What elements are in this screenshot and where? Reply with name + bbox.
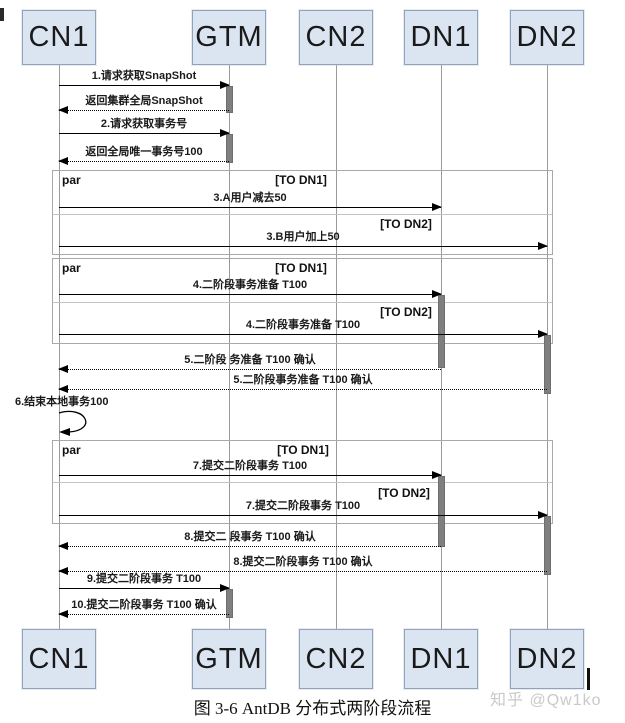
actor-label: GTM (195, 21, 263, 53)
message-label: 5.二阶段事务准备 T100 确认 (233, 374, 373, 386)
message-line-13 (58, 542, 441, 550)
arrowhead-icon (432, 203, 442, 211)
par-operand-divider (53, 214, 552, 215)
arrowhead-icon (538, 511, 548, 519)
message-line-9 (58, 365, 441, 373)
message-line-2 (58, 106, 229, 114)
arrowhead-icon (220, 81, 230, 89)
guard-label: [TO DN1] (275, 261, 327, 275)
message-line-12 (59, 511, 548, 519)
message-label: 9.提交二阶段事务 T100 (86, 573, 202, 585)
message-line-14 (58, 567, 547, 575)
message-label: 10.提交二阶段事务 T100 确认 (71, 599, 217, 611)
actor-top-GTM: GTM (192, 10, 266, 65)
message-label: 返回集群全局SnapShot (85, 95, 203, 107)
actor-label: CN1 (28, 642, 90, 675)
arrowhead-icon (432, 471, 442, 479)
actor-top-CN2: CN2 (299, 10, 373, 65)
guard-label: [TO DN2] (380, 305, 432, 319)
actor-top-DN1: DN1 (404, 10, 478, 65)
actor-top-CN1: CN1 (22, 10, 96, 65)
par-fragment-1 (52, 170, 553, 255)
actor-label: CN2 (305, 642, 367, 675)
figure-caption: 图 3-6 AntDB 分布式两阶段流程 (193, 699, 432, 718)
message-label: 7.提交二阶段事务 T100 (192, 460, 308, 472)
arrowhead-icon (58, 106, 68, 114)
message-label: 3.B用户加上50 (266, 231, 340, 243)
arrowhead-icon (58, 567, 68, 575)
arrowhead-icon (220, 584, 230, 592)
message-line-3 (59, 129, 230, 137)
actor-bottom-CN1: CN1 (22, 629, 96, 689)
actor-bottom-CN2: CN2 (299, 629, 373, 689)
text-cursor (587, 668, 590, 690)
actor-label: DN1 (410, 21, 472, 53)
self-loop-arrow (58, 410, 87, 436)
par-operator-label: par (62, 443, 81, 457)
par-operand-divider (53, 482, 552, 483)
actor-bottom-DN1: DN1 (404, 629, 478, 689)
message-line-7 (59, 290, 442, 298)
message-line-4 (58, 157, 229, 165)
message-label: 8.提交二 段事务 T100 确认 (184, 531, 316, 543)
message-line-6 (59, 242, 548, 250)
actor-top-DN2: DN2 (510, 10, 584, 65)
lifeline-CN1 (59, 65, 60, 631)
message-line-8 (59, 330, 548, 338)
message-line-15 (59, 584, 230, 592)
arrowhead-icon (538, 330, 548, 338)
message-label: 2.请求获取事务号 (100, 118, 188, 130)
message-label: 返回全局唯一事务号100 (85, 146, 203, 158)
activation-bar-DN1 (437, 476, 445, 547)
actor-label: CN1 (28, 21, 90, 53)
arrowhead-icon (58, 157, 68, 165)
message-label: 4.二阶段事务准备 T100 (192, 279, 308, 291)
message-line-11 (59, 471, 442, 479)
message-line-10 (58, 385, 547, 393)
lifeline-GTM (229, 65, 230, 631)
actor-bottom-GTM: GTM (192, 629, 266, 689)
activation-bar-GTM (225, 86, 233, 113)
message-line-5 (59, 203, 442, 211)
par-operator-label: par (62, 261, 81, 275)
arrowhead-icon (220, 129, 230, 137)
message-line-16 (58, 610, 229, 618)
message-label: 3.A用户减去50 (213, 192, 287, 204)
lifeline-CN2 (336, 65, 337, 631)
arrowhead-icon (58, 385, 68, 393)
guard-label: [TO DN1] (277, 443, 329, 457)
activation-bar-GTM (225, 134, 233, 163)
actor-bottom-DN2: DN2 (510, 629, 584, 689)
message-line-1 (59, 81, 230, 89)
guard-label: [TO DN1] (275, 173, 327, 187)
par-fragment-2 (52, 258, 553, 344)
watermark-text: 知乎 @Qw1ko (490, 692, 602, 709)
arrowhead-icon (58, 365, 68, 373)
arrowhead-icon (58, 610, 68, 618)
activation-bar-DN2 (543, 516, 551, 575)
message-label: 7.提交二阶段事务 T100 (245, 500, 361, 512)
arrowhead-icon (538, 242, 548, 250)
guard-label: [TO DN2] (378, 486, 430, 500)
page-edge-artifact (0, 8, 4, 21)
actor-label: DN1 (410, 642, 472, 675)
guard-label: [TO DN2] (380, 217, 432, 231)
actor-label: DN2 (516, 642, 578, 675)
par-operator-label: par (62, 173, 81, 187)
message-label: 5.二阶段 务准备 T100 确认 (184, 354, 316, 366)
activation-bar-DN1 (437, 295, 445, 368)
arrowhead-icon (58, 542, 68, 550)
self-message-label: 6.结束本地事务100 (15, 396, 109, 408)
par-fragment-3 (52, 440, 553, 524)
message-label: 8.提交二阶段事务 T100 确认 (233, 556, 373, 568)
activation-bar-DN2 (543, 335, 551, 394)
arrowhead-icon (432, 290, 442, 298)
actor-label: GTM (195, 642, 263, 675)
message-label: 1.请求获取SnapShot (91, 70, 197, 82)
actor-label: DN2 (516, 21, 578, 53)
actor-label: CN2 (305, 21, 367, 53)
par-operand-divider (53, 302, 552, 303)
message-label: 4.二阶段事务准备 T100 (245, 319, 361, 331)
